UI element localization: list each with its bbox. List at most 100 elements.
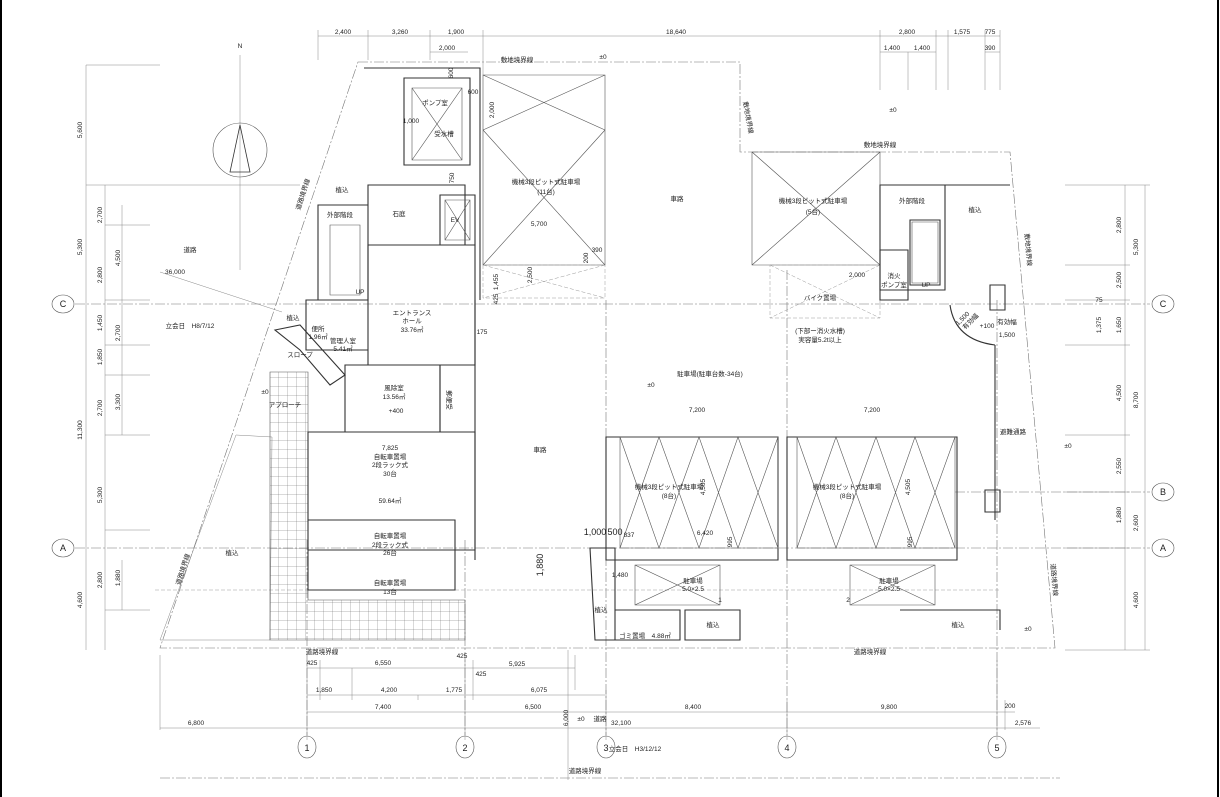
dim-text: 2,500 xyxy=(1116,271,1123,288)
room-label: ポンプ室 xyxy=(422,98,448,107)
dim-text: 6,000 xyxy=(563,709,570,726)
parking-structures xyxy=(482,74,958,606)
dim-text: 1,480 xyxy=(612,572,629,579)
room-label: (11台) xyxy=(537,187,555,196)
level-mark: ±0 xyxy=(261,389,269,396)
right-structures xyxy=(589,184,1010,641)
road-boundary-label: 道路境界線 xyxy=(1049,563,1061,597)
dim-text: 2,576 xyxy=(1015,720,1032,727)
dim-text: 2,400 xyxy=(335,29,352,36)
room-label: 便所 xyxy=(312,324,326,333)
grid-label: A xyxy=(60,543,66,553)
dim-text: 6,420 xyxy=(697,530,714,537)
room-label: アプローチ xyxy=(269,401,302,409)
dim-text: 2,700 xyxy=(115,324,122,341)
dim-text: 2,800 xyxy=(97,571,104,588)
dim-text: 1,575 xyxy=(954,29,971,36)
room-label: 車路 xyxy=(534,445,548,454)
road-boundary-label: 道路境界線 xyxy=(306,647,339,656)
dim-text: 995 xyxy=(727,536,734,547)
room-label: 13台 xyxy=(383,587,397,596)
dim-text: 6,550 xyxy=(375,660,392,667)
road-label: 道路 xyxy=(594,714,608,723)
room-label: 2段ラック式 xyxy=(372,460,409,469)
room-label: 自転車置場 xyxy=(374,531,407,540)
dim-text: 4,505 xyxy=(700,478,707,495)
room-label: 13.56㎡ xyxy=(383,392,406,401)
slope-ramp xyxy=(273,324,346,386)
room-label: 管理人室 xyxy=(330,336,357,345)
left-dimension-lines xyxy=(85,64,300,650)
room-label: 外部階段 xyxy=(327,210,354,219)
grid-bubble-b-right: B xyxy=(1151,482,1175,502)
dim-text: 2,500 xyxy=(527,266,534,283)
dim-text: 5,300 xyxy=(77,238,84,255)
room-label: 受水槽 xyxy=(434,129,454,138)
room-label: 自転車置場 xyxy=(374,578,407,587)
site-boundary-label: 敷地境界線 xyxy=(741,101,756,135)
dim-text: 2,700 xyxy=(97,399,104,416)
room-label: UP xyxy=(355,289,364,296)
dim-text: 5,300 xyxy=(97,486,104,503)
dim-text: 4,500 xyxy=(1116,384,1123,401)
dim-text: 1,880 xyxy=(1116,506,1123,523)
room-label: 自転車置場 xyxy=(374,452,407,461)
room-label: EV xyxy=(451,217,460,224)
dim-text: 4,500 xyxy=(115,249,122,266)
room-label: 郵便受 xyxy=(445,390,454,410)
room-label: 実容量5.2t以上 xyxy=(798,335,842,344)
grid-label: A xyxy=(1160,543,1166,553)
bottom-dimension-lines xyxy=(159,650,1040,780)
dim-text: 175 xyxy=(477,329,488,336)
dim-text: 6,500 xyxy=(525,704,542,711)
dim-text: 1,375 xyxy=(1096,316,1103,333)
grid-label: 1 xyxy=(304,743,309,753)
level-mark: +100 xyxy=(980,323,995,330)
room-label: 石庭 xyxy=(393,209,407,218)
room-label: 植込 xyxy=(595,605,609,614)
dim-text: 8,700 xyxy=(1133,391,1140,408)
room-label: (8台) xyxy=(662,491,676,500)
dim-text: 3,300 xyxy=(115,393,122,410)
dim-text: 1,455 xyxy=(493,273,500,290)
grid-label: 2 xyxy=(462,743,467,753)
dim-text: 1,880 xyxy=(115,569,122,586)
dim-text: 837 xyxy=(624,532,635,539)
grid-label: C xyxy=(1160,299,1167,309)
dim-text: 7,200 xyxy=(864,407,881,414)
leader-line xyxy=(159,271,283,313)
dim-text: 390 xyxy=(985,45,996,52)
dim-text: 1,500 xyxy=(999,332,1016,339)
dim-text: 2,000 xyxy=(849,272,866,279)
road-boundary-label: 道路境界線 xyxy=(173,552,192,586)
grid-bubble-a-left: A xyxy=(51,538,75,558)
dim-text: 1,850 xyxy=(97,348,104,365)
room-label: スロープ xyxy=(287,351,313,359)
dim-text: 425 xyxy=(307,660,318,667)
dim-text: 1,000 xyxy=(584,527,607,537)
survey-date: 立会日 H8/7/12 xyxy=(166,321,215,330)
dim-text: 2,800 xyxy=(899,29,916,36)
dim-text: 6,800 xyxy=(188,720,205,727)
room-label: 1 xyxy=(718,597,722,604)
dim-text: 8,400 xyxy=(685,704,702,711)
planting-area-left xyxy=(159,434,273,641)
dim-text: 75 xyxy=(1095,297,1103,304)
dim-text: 36,000 xyxy=(165,269,185,276)
site-boundary-label: 敷地境界線 xyxy=(864,140,897,149)
room-label: UP xyxy=(921,282,930,289)
room-label: 消火 xyxy=(888,271,902,280)
dim-text: 750 xyxy=(449,172,456,183)
dim-text: 1,900 xyxy=(448,29,465,36)
room-label: エントランス xyxy=(393,309,432,317)
dim-text: 4,600 xyxy=(77,591,84,608)
right-dimension-lines xyxy=(1065,184,1150,651)
dim-text: 1,400 xyxy=(914,45,931,52)
site-boundary-label: 敷地境界線 xyxy=(1023,233,1035,267)
dim-text: 425 xyxy=(493,293,500,304)
room-label: 有効幅 xyxy=(997,317,1017,326)
dim-text: 2,000 xyxy=(439,45,456,52)
level-mark: ±0 xyxy=(577,716,585,723)
dim-text: 5,600 xyxy=(77,121,84,138)
